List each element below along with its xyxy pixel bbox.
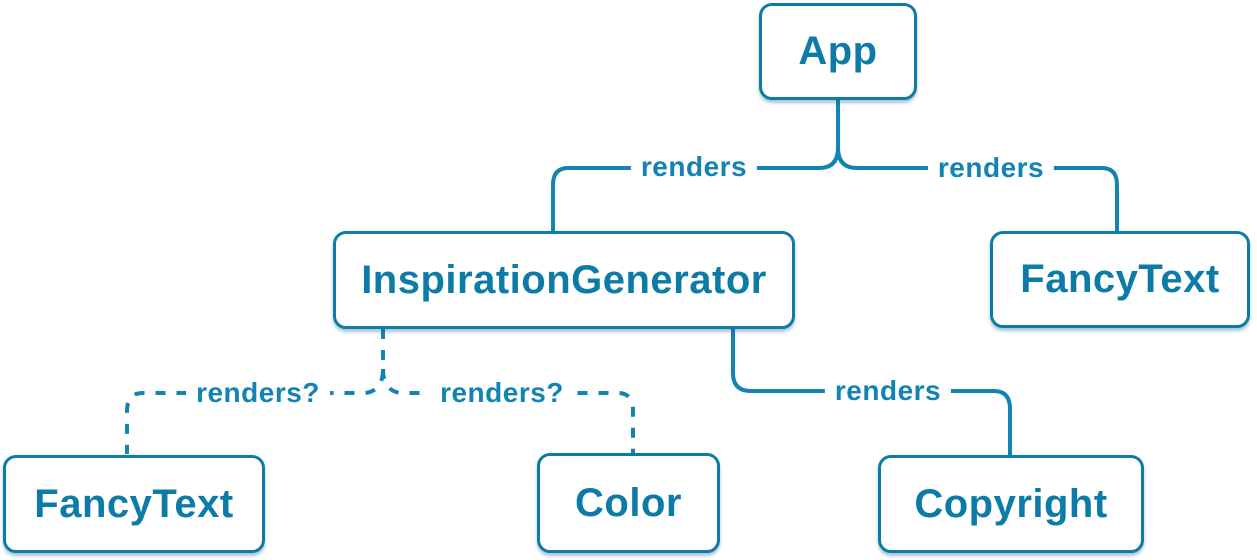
node-copyright-label: Copyright: [914, 481, 1108, 526]
edge-label-renders-inspirationgenerator-color: renders?: [430, 376, 574, 410]
edge-label-renders-app-inspirationgenerator: renders: [630, 150, 758, 184]
node-app: App: [759, 3, 917, 100]
node-color: Color: [537, 453, 720, 553]
node-inspiration-generator: InspirationGenerator: [333, 231, 795, 329]
node-color-label: Color: [575, 480, 682, 525]
edge-label-renders-inspirationgenerator-copyright: renders: [824, 374, 952, 408]
node-fancy-text-top: FancyText: [990, 231, 1250, 328]
edge-label-renders-app-fancytext: renders: [927, 151, 1055, 185]
node-fancy-text-bottom: FancyText: [3, 455, 265, 553]
edge-label-renders-inspirationgenerator-fancytext: renders?: [186, 376, 330, 410]
node-fancy-text-top-label: FancyText: [1020, 257, 1220, 301]
node-copyright: Copyright: [878, 455, 1144, 553]
node-app-label: App: [798, 29, 878, 73]
node-inspiration-generator-label: InspirationGenerator: [361, 257, 767, 302]
node-fancy-text-bottom-label: FancyText: [34, 481, 234, 526]
